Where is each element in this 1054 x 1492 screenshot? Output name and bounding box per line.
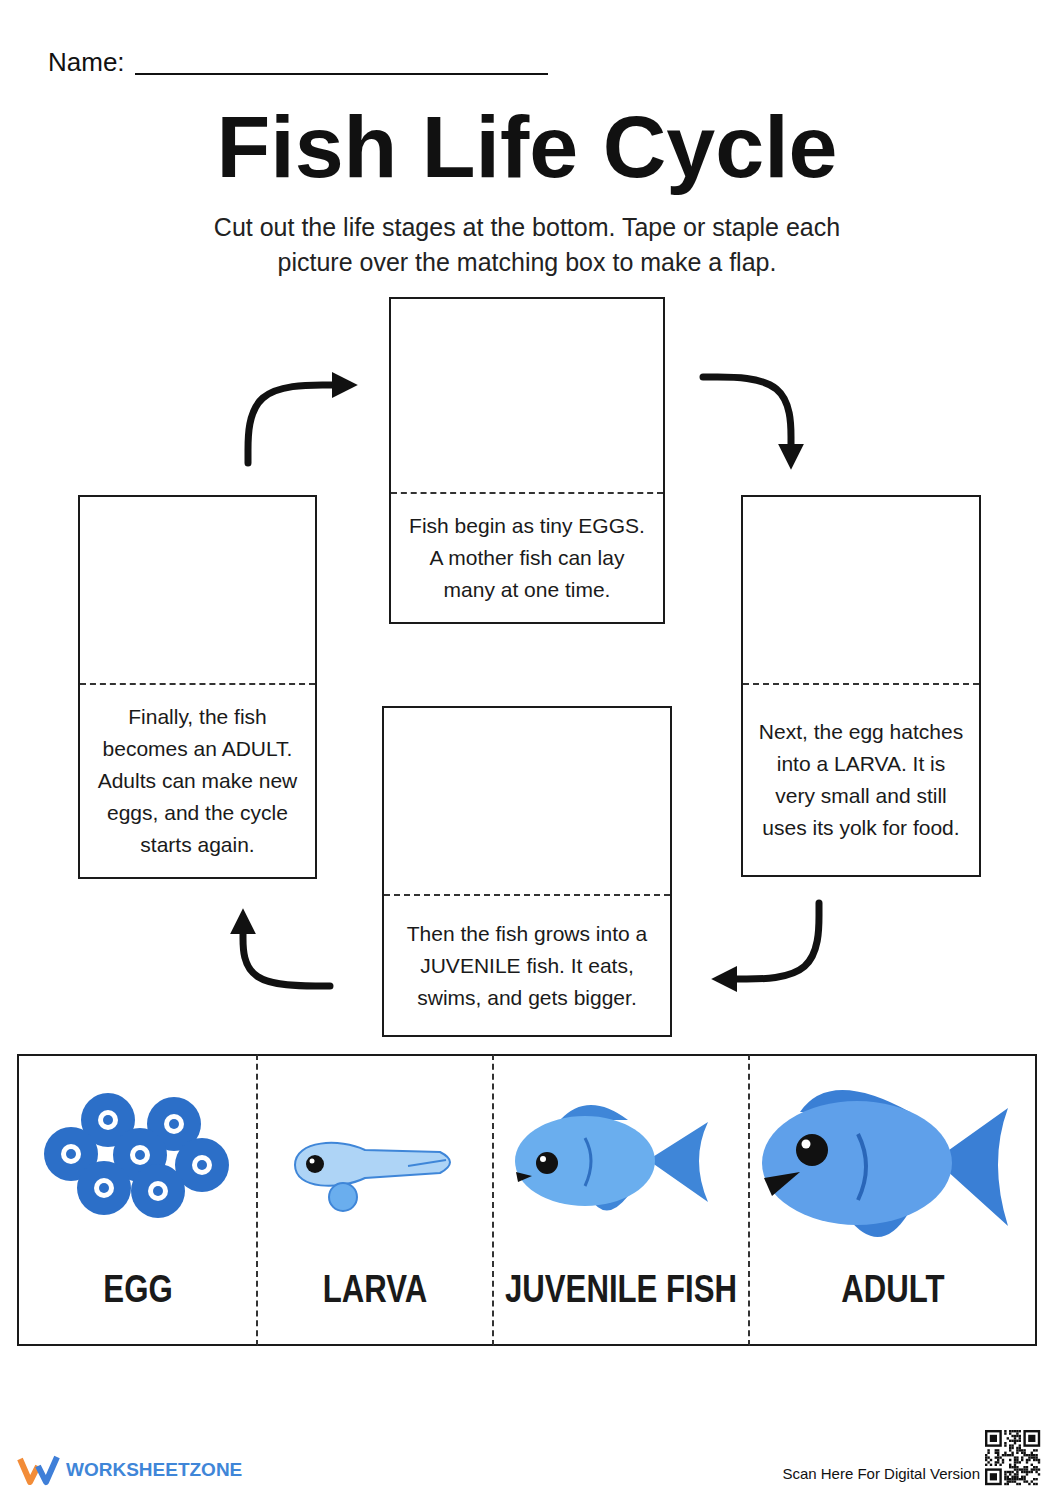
stage-description: Finally, the fish becomes an ADULT. Adul… — [80, 683, 315, 877]
cutout-panel: LARVA — [258, 1054, 494, 1346]
stage-description: Then the fish grows into a JUVENILE fish… — [384, 894, 670, 1035]
cycle-arrow — [732, 903, 819, 979]
cycle-arrow — [248, 385, 337, 463]
stage-description: Next, the egg hatches into a LARVA. It i… — [743, 683, 979, 875]
stage-label: JUVENILE FISH — [505, 1268, 737, 1311]
cutout-panel: EGG — [17, 1054, 258, 1346]
flap-area — [743, 497, 979, 683]
stage-box: Next, the egg hatches into a LARVA. It i… — [741, 495, 981, 877]
cutout-panel: JUVENILE FISH — [494, 1054, 750, 1346]
egg-picture — [44, 1093, 229, 1218]
stage-box: Finally, the fish becomes an ADULT. Adul… — [78, 495, 317, 879]
flap-area — [391, 299, 663, 492]
adult-fish-picture — [762, 1090, 1008, 1237]
name-underline — [135, 73, 548, 75]
scan-note: Scan Here For Digital Version — [752, 1464, 980, 1483]
flap-area — [384, 708, 670, 894]
flap-area — [80, 497, 315, 683]
cycle-arrow — [703, 377, 791, 449]
name-label: Name: — [48, 46, 168, 79]
stage-box: Then the fish grows into a JUVENILE fish… — [382, 706, 672, 1037]
stage-label: EGG — [103, 1268, 172, 1311]
instruction-text: Cut out the life stages at the bottom. T… — [177, 210, 877, 280]
logo-mark — [20, 1457, 57, 1482]
cycle-arrow — [243, 929, 330, 986]
stage-label: LARVA — [323, 1268, 427, 1311]
qr-code — [984, 1429, 1041, 1486]
brand-name: WORKSHEETZONE — [66, 1458, 286, 1482]
stage-label: ADULT — [841, 1268, 944, 1311]
stage-description: Fish begin as tiny EGGS. A mother fish c… — [391, 492, 663, 622]
page-title: Fish Life Cycle — [0, 92, 1054, 202]
larva-picture — [295, 1143, 450, 1211]
juvenile-fish-picture — [515, 1105, 708, 1211]
cutout-panel: ADULT — [750, 1054, 1037, 1346]
stage-box: Fish begin as tiny EGGS. A mother fish c… — [389, 297, 665, 624]
